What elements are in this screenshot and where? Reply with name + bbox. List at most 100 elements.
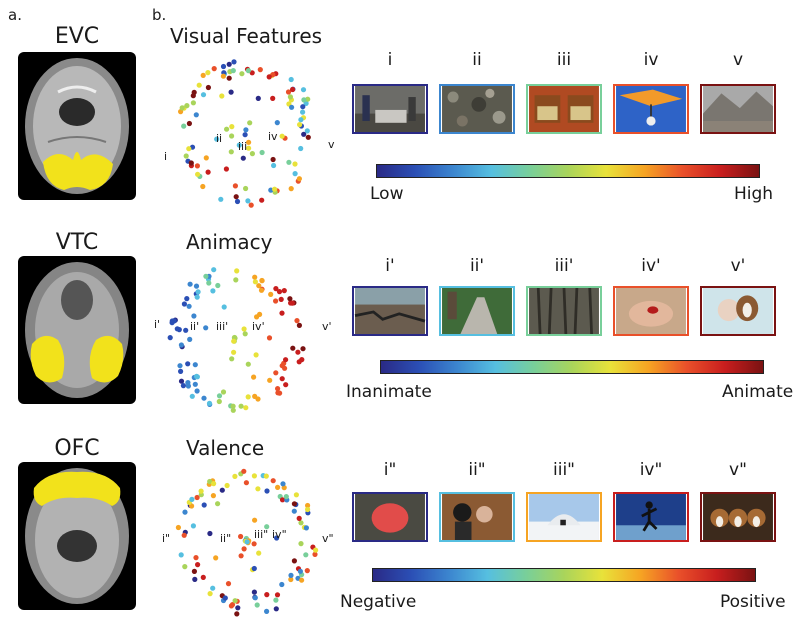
- scatter-dot: [279, 497, 286, 503]
- scatter-dot: [266, 335, 273, 341]
- colorbar-high-label: High: [734, 184, 774, 204]
- scatter-dot: [231, 349, 237, 355]
- scatter-dot: [211, 481, 217, 487]
- example-image-sidewalk: [439, 286, 515, 336]
- example-label-iv: iv: [643, 50, 659, 70]
- brain-scan-ofc: [18, 462, 136, 610]
- scatter-dot: [294, 318, 300, 324]
- example-label-ii-dprime: ii": [468, 460, 486, 480]
- example-label-iii-dprime: iii": [553, 460, 575, 480]
- colorbar-animacy: [380, 360, 764, 374]
- scatter-dot: [215, 501, 221, 507]
- scatter-dot: [279, 376, 285, 382]
- scatter-dot: [243, 480, 249, 486]
- scatter-dot: [273, 370, 279, 376]
- scatter-dot: [271, 162, 277, 169]
- scatter-dot: [193, 555, 199, 561]
- scatter-dot: [187, 281, 193, 287]
- scatter-dot: [252, 393, 258, 399]
- scatter-dot: [224, 126, 230, 132]
- scatter-label-iii-dprime: iii": [254, 528, 269, 541]
- scatter-visual-features: i ii iii iv v: [164, 52, 335, 212]
- scatter-dot: [205, 169, 211, 175]
- scatter-dot: [184, 103, 190, 109]
- scatter-dot: [274, 120, 280, 126]
- scatter-dot: [207, 591, 213, 597]
- scatter-dot: [232, 598, 238, 604]
- scatter-dot: [245, 361, 251, 367]
- scatter-dot: [251, 589, 257, 595]
- scatter-dot: [223, 166, 229, 172]
- scatter-dot: [194, 374, 200, 380]
- scatter-dot: [179, 105, 185, 111]
- scatter-label-v-prime: v': [322, 320, 332, 333]
- colorbar-low-label: Low: [370, 184, 404, 204]
- scatter-dot: [184, 296, 190, 302]
- scatter-valence: i" ii" iii" iv" v": [162, 462, 334, 622]
- scatter-dot: [282, 365, 288, 371]
- scatter-dot: [191, 89, 197, 95]
- scatter-dot: [240, 155, 246, 161]
- region-title-ofc: OFC: [54, 436, 100, 461]
- scatter-dot: [229, 133, 235, 139]
- scatter-dot: [194, 163, 200, 169]
- scatter-dot: [210, 585, 216, 591]
- scatter-dot: [298, 520, 304, 526]
- scatter-dot: [256, 283, 262, 289]
- scatter-dot: [255, 95, 261, 101]
- scatter-dot: [247, 120, 253, 126]
- scatter-dot: [264, 524, 270, 530]
- example-image-hand-insect: [613, 286, 689, 336]
- scatter-dot: [270, 478, 276, 484]
- scatter-dot: [187, 336, 193, 342]
- scatter-dot: [206, 280, 212, 286]
- scatter-dot: [257, 67, 263, 73]
- scatter-label-iv: iv: [268, 130, 278, 143]
- scatter-dot: [272, 186, 278, 192]
- scatter-dot: [254, 602, 260, 608]
- scatter-dot: [297, 122, 303, 128]
- scatter-dot: [243, 127, 249, 133]
- scatter-dot: [198, 488, 204, 494]
- scatter-dot: [245, 394, 251, 400]
- scatter-dot: [301, 131, 307, 137]
- scatter-label-v: v: [328, 138, 335, 151]
- scatter-dot: [275, 386, 281, 392]
- scatter-dot: [189, 496, 195, 502]
- scatter-dot: [291, 508, 297, 514]
- scatter-dot: [251, 565, 257, 572]
- scatter-label-v-dprime: v": [322, 532, 334, 545]
- scatter-dot: [283, 357, 289, 363]
- scatter-dot: [195, 289, 201, 295]
- example-image-woman-dog: [700, 286, 776, 336]
- scatter-dot: [233, 194, 239, 200]
- scatter-dot: [249, 151, 255, 157]
- scatter-dot: [178, 552, 184, 558]
- scatter-dot: [178, 368, 184, 374]
- scatter-dot: [200, 92, 207, 98]
- scatter-dot: [279, 133, 285, 139]
- scatter-dot: [186, 146, 192, 152]
- example-label-iii-prime: iii': [554, 256, 574, 276]
- scatter-dot: [201, 502, 207, 508]
- feature-title-visual: Visual Features: [170, 24, 323, 48]
- scatter-dot: [239, 71, 245, 77]
- scatter-dot: [273, 606, 279, 612]
- example-label-v-dprime: v": [729, 460, 747, 480]
- scatter-dot: [283, 494, 289, 500]
- scatter-dot: [200, 72, 206, 78]
- scatter-dot: [180, 383, 186, 389]
- scatter-dot: [287, 296, 293, 302]
- scatter-dot: [225, 581, 232, 587]
- example-label-i-prime: i': [385, 256, 395, 276]
- scatter-dot: [259, 277, 265, 284]
- scatter-dot: [186, 303, 192, 309]
- scatter-dot: [178, 342, 184, 348]
- scatter-dot: [264, 608, 270, 614]
- scatter-dot: [233, 277, 239, 283]
- example-label-i: i: [387, 50, 393, 70]
- panel-b-label: b.: [152, 6, 167, 24]
- scatter-dot: [191, 313, 197, 319]
- scatter-dot: [234, 611, 240, 617]
- scatter-dot: [274, 535, 280, 541]
